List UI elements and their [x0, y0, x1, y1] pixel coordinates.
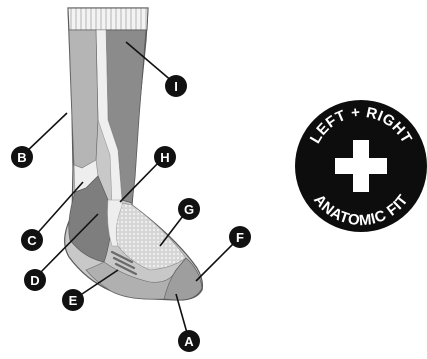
- callout-B: B: [11, 146, 33, 168]
- callout-I: I: [165, 75, 187, 97]
- callout-A-label: A: [184, 334, 194, 349]
- callout-B-label: B: [17, 150, 26, 165]
- anatomic-fit-badge: LEFT + RIGHT ANATOMIC FIT: [295, 100, 427, 232]
- leader-B: [24, 113, 67, 154]
- calf-panel: [69, 30, 98, 168]
- callout-C-label: C: [27, 233, 37, 248]
- sock: [65, 8, 203, 300]
- callout-D: D: [24, 269, 46, 291]
- callout-F: F: [229, 226, 251, 248]
- leader-F: [196, 240, 237, 281]
- callout-G-label: G: [184, 202, 194, 217]
- callout-E: E: [62, 289, 84, 311]
- callout-G: G: [178, 198, 200, 220]
- callout-H-label: H: [160, 150, 169, 165]
- callout-A: A: [178, 330, 200, 352]
- callout-H: H: [154, 146, 176, 168]
- callout-D-label: D: [30, 273, 39, 288]
- callout-C: C: [21, 229, 43, 251]
- sock-cuff: [68, 8, 148, 30]
- callout-F-label: F: [236, 230, 244, 245]
- callout-I-label: I: [174, 79, 178, 94]
- callout-E-label: E: [69, 293, 78, 308]
